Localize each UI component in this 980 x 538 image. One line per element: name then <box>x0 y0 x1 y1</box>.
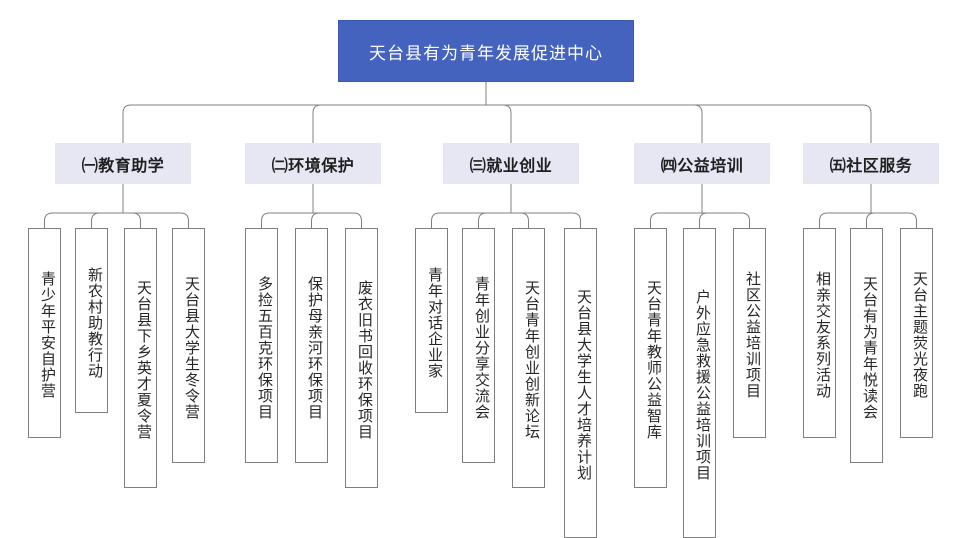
leaf-node-label: 天台县大学生人才培养计划 <box>575 289 593 481</box>
leaf-node[interactable]: 青少年平安自护营 <box>28 228 61 438</box>
root-node: 天台县有为青年发展促进中心 <box>338 20 634 82</box>
leaf-node-label: 天台县大学生冬令营 <box>183 275 201 420</box>
connector-line <box>123 212 189 228</box>
connector-line <box>431 212 511 228</box>
root-node-label: 天台县有为青年发展促进中心 <box>369 43 603 64</box>
connector-line <box>486 104 703 143</box>
leaf-node[interactable]: 天台县大学生冬令营 <box>172 228 205 463</box>
leaf-node-label: 青年对话企业家 <box>426 266 444 379</box>
category-node-1[interactable]: ㈠教育助学 <box>55 143 191 184</box>
connector-line <box>261 212 313 228</box>
leaf-node[interactable]: 天台县下乡英才夏令营 <box>124 228 157 488</box>
connector-line <box>44 212 123 228</box>
leaf-node[interactable]: 天台主题荧光夜跑 <box>900 228 933 438</box>
org-chart-canvas: 天台县有为青年发展促进中心㈠教育助学青少年平安自护营 新农村助教行动 天台县下乡英才… <box>28 20 939 538</box>
connector-line <box>819 212 871 228</box>
connector-line <box>511 212 581 228</box>
leaf-node-label: 青少年平安自护营 <box>39 271 57 399</box>
connector-line <box>866 212 875 228</box>
leaf-node[interactable]: 天台青年教师公益智库 <box>634 228 667 488</box>
leaf-node[interactable]: 青年创业分享交流会 <box>462 228 495 463</box>
leaf-node-label: 青年创业分享交流会 <box>473 275 491 420</box>
category-node-label: ㈠教育助学 <box>81 155 165 175</box>
connector-line <box>313 212 362 228</box>
category-node-5[interactable]: ㈤社区服务 <box>803 143 939 184</box>
leaf-node-label: 相亲交友系列活动 <box>814 271 832 399</box>
leaf-node[interactable]: 新农村助教行动 <box>75 228 108 413</box>
category-node-2[interactable]: ㈡环境保护 <box>245 143 381 184</box>
connector-line <box>650 212 702 228</box>
category-node-label: ㈣公益培训 <box>660 155 744 175</box>
connector-line <box>91 212 123 228</box>
leaf-node-label: 天台青年教师公益智库 <box>645 280 663 440</box>
leaf-node[interactable]: 青年对话企业家 <box>415 228 448 413</box>
leaf-node[interactable]: 天台青年创业创新论坛 <box>512 228 545 488</box>
category-node-4[interactable]: ㈣公益培训 <box>634 143 770 184</box>
leaf-node[interactable]: 废衣旧书回收环保项目 <box>345 228 378 488</box>
leaf-node[interactable]: 户外应急救援公益培训项目 <box>683 228 716 538</box>
category-node-label: ㈡环境保护 <box>271 155 355 175</box>
category-node-3[interactable]: ㈢就业创业 <box>443 143 579 184</box>
connector-line <box>123 212 141 228</box>
leaf-node-label: 废衣旧书回收环保项目 <box>356 280 374 440</box>
leaf-node-label: 户外应急救援公益培训项目 <box>694 289 712 481</box>
leaf-node[interactable]: 多捡五百克环保项目 <box>245 228 278 463</box>
connector-line <box>486 104 512 143</box>
leaf-node-label: 保护母亲河环保项目 <box>306 275 324 420</box>
category-node-label: ㈤社区服务 <box>829 155 913 175</box>
connector-line <box>122 104 486 143</box>
leaf-node-label: 天台有为青年悦读会 <box>861 275 879 420</box>
leaf-node[interactable]: 保护母亲河环保项目 <box>295 228 328 463</box>
leaf-node[interactable]: 天台县大学生人才培养计划 <box>564 228 597 538</box>
leaf-node[interactable]: 天台有为青年悦读会 <box>850 228 883 463</box>
leaf-node[interactable]: 相亲交友系列活动 <box>803 228 836 438</box>
leaf-node-label: 天台青年创业创新论坛 <box>523 280 541 440</box>
connector-line <box>871 212 917 228</box>
connector-line <box>486 104 872 143</box>
leaf-node-label: 多捡五百克环保项目 <box>256 275 274 420</box>
connector-line <box>312 104 486 143</box>
leaf-node-label: 天台县下乡英才夏令营 <box>135 280 153 440</box>
connector-line <box>699 212 708 228</box>
leaf-node[interactable]: 社区公益培训项目 <box>733 228 766 438</box>
category-node-label: ㈢就业创业 <box>469 155 553 175</box>
connector-line <box>478 212 511 228</box>
leaf-node-label: 天台主题荧光夜跑 <box>911 271 929 399</box>
leaf-node-label: 社区公益培训项目 <box>744 271 762 399</box>
connector-line <box>311 212 320 228</box>
connector-line <box>702 212 750 228</box>
leaf-node-label: 新农村助教行动 <box>86 266 104 379</box>
connector-line <box>511 212 529 228</box>
